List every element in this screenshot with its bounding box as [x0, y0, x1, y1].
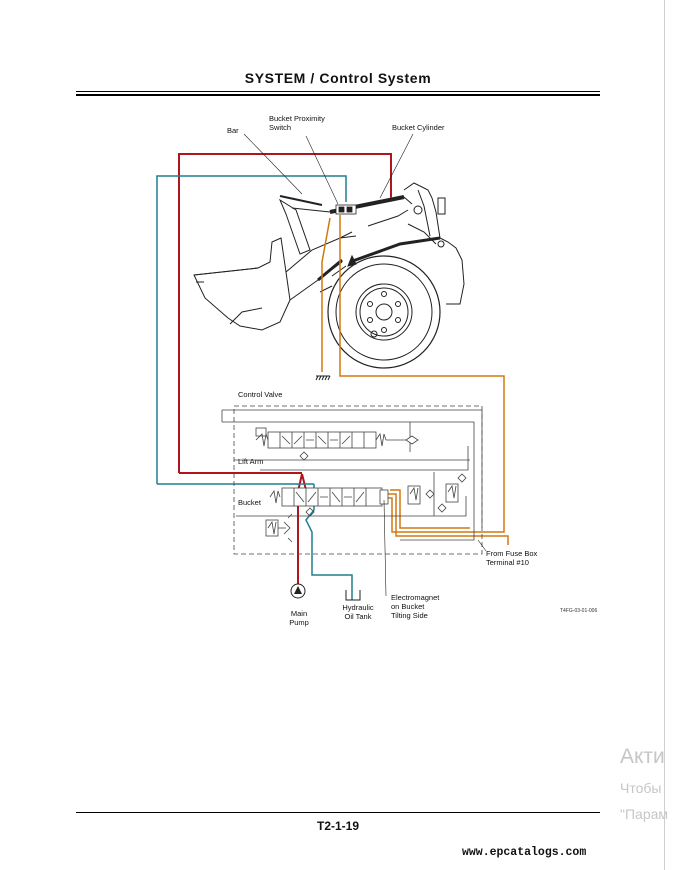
- watermark-line-3: "Парам: [620, 806, 669, 822]
- wheel-shape: [327, 255, 441, 369]
- label-from-fuse-box-2: Terminal #10: [486, 558, 529, 567]
- control-valve-schematic: [221, 405, 483, 555]
- return-line: [156, 175, 353, 600]
- leader-lines: [243, 133, 487, 597]
- proximity-switch-symbol: [335, 204, 357, 215]
- label-electromagnet-3: Tilting Side: [391, 611, 428, 620]
- bucket-shape: [193, 237, 291, 331]
- wheel-loader-illustration: [193, 182, 465, 369]
- label-electromagnet-1: Electromagnet: [391, 593, 440, 602]
- label-hydraulic-oil-tank-2: Oil Tank: [345, 612, 372, 621]
- site-url[interactable]: www.epcatalogs.com: [462, 846, 587, 859]
- ground-symbol: [315, 375, 331, 381]
- label-bucket-cylinder: Bucket Cylinder: [392, 123, 445, 132]
- header-rule-thick: [76, 94, 600, 96]
- footer-rule: [76, 812, 600, 813]
- front-frame: [403, 182, 465, 305]
- hydraulic-oil-tank-symbol: [345, 590, 361, 601]
- header-rule: [76, 91, 600, 92]
- page-edge-line: [664, 0, 665, 870]
- label-bucket-proximity-switch-1: Bucket Proximity: [269, 114, 325, 123]
- figure-id: T4FG-03-01-006: [560, 608, 597, 614]
- label-lift-arm: Lift Arm: [238, 457, 263, 466]
- main-pump-symbol: [290, 583, 306, 599]
- label-hydraulic-oil-tank-1: Hydraulic: [342, 603, 374, 612]
- label-bar: Bar: [227, 126, 239, 135]
- label-from-fuse-box-1: From Fuse Box: [486, 549, 538, 558]
- label-control-valve: Control Valve: [238, 390, 282, 399]
- bucket-spool: [281, 487, 383, 507]
- pressure-line: [178, 153, 392, 585]
- label-bucket: Bucket: [238, 498, 262, 507]
- label-main-pump-2: Pump: [289, 618, 309, 627]
- label-electromagnet-2: on Bucket: [391, 602, 425, 611]
- label-bucket-proximity-switch-2: Switch: [269, 123, 291, 132]
- watermark-line-2: Чтобы: [620, 780, 662, 796]
- page-number: T2-1-19: [316, 819, 360, 833]
- label-main-pump-1: Main: [291, 609, 307, 618]
- page-title: SYSTEM / Control System: [244, 70, 432, 86]
- watermark-line-1: Акти: [620, 745, 665, 768]
